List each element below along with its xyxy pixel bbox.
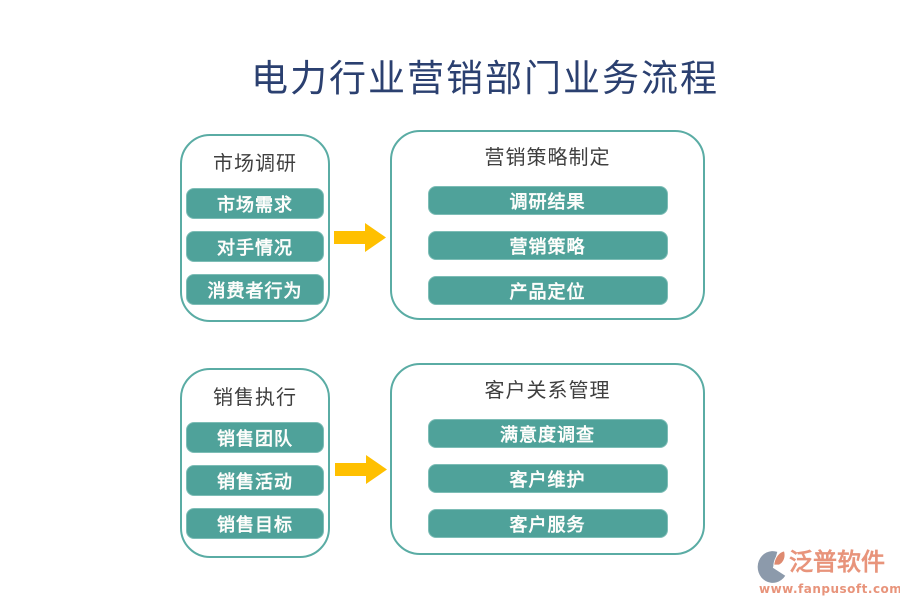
group-sales-execution: 销售执行 销售团队 销售活动 销售目标: [180, 368, 330, 558]
node-customer-service: 客户服务: [427, 509, 668, 538]
page-title: 电力行业营销部门业务流程: [251, 57, 719, 100]
group-market-research: 市场调研 市场需求 对手情况 消费者行为: [180, 134, 330, 322]
group-customer-relationship: 客户关系管理 满意度调查 客户维护 客户服务: [390, 363, 705, 555]
group-title-sales-execution: 销售执行: [213, 385, 297, 409]
fanpu-logo-name: 泛普软件: [789, 547, 885, 576]
group-title-marketing-strategy: 营销策略制定: [484, 145, 611, 169]
node-sales-team: 销售团队: [186, 422, 324, 453]
node-product-positioning: 产品定位: [427, 276, 668, 305]
node-market-demand: 市场需求: [186, 188, 324, 219]
node-research-results: 调研结果: [427, 186, 668, 215]
group-title-customer-relationship: 客户关系管理: [484, 378, 611, 402]
node-competitor-situation: 对手情况: [186, 231, 324, 262]
arrow-right-icon: [334, 222, 386, 253]
node-satisfaction-survey: 满意度调查: [427, 419, 668, 448]
node-marketing-strategy: 营销策略: [427, 231, 668, 260]
node-consumer-behavior: 消费者行为: [186, 274, 324, 305]
node-sales-activities: 销售活动: [186, 465, 324, 496]
node-customer-maintenance: 客户维护: [427, 464, 668, 493]
fanpu-logo-url: www.fanpusoft.com: [759, 582, 900, 596]
group-marketing-strategy: 营销策略制定 调研结果 营销策略 产品定位: [390, 130, 705, 320]
group-title-market-research: 市场调研: [213, 151, 297, 175]
fanpu-logo: 泛普软件 www.fanpusoft.com: [757, 547, 900, 596]
fanpu-logo-icon: [757, 549, 787, 583]
arrow-right-icon: [335, 454, 387, 485]
node-sales-targets: 销售目标: [186, 508, 324, 539]
